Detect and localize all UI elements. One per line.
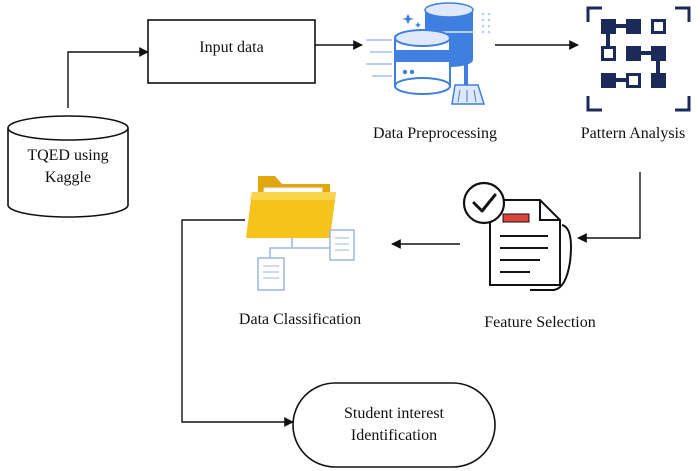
output-label-line1: Student interest <box>344 405 444 422</box>
document-check-icon <box>462 181 572 291</box>
input-data-box <box>147 19 316 84</box>
edge-classification-to-output <box>181 219 294 427</box>
source-label-line2: Kaggle <box>44 169 92 186</box>
output-label: Student interest Identification <box>293 403 495 447</box>
qr-pattern-icon <box>586 6 691 112</box>
input-data-label: Input data <box>199 39 264 56</box>
preprocessing-label: Data Preprocessing <box>373 125 497 142</box>
edge-source-to-input <box>67 47 149 108</box>
pattern-analysis-label: Pattern Analysis <box>580 125 686 142</box>
folder-tree-icon <box>246 176 355 291</box>
data-classification-label: Data Classification <box>238 311 362 328</box>
source-cylinder <box>7 115 129 218</box>
source-label-line1: TQED using <box>27 147 109 164</box>
source-label: TQED using Kaggle <box>8 145 128 189</box>
database-icon <box>366 2 491 105</box>
output-label-line2: Identification <box>350 427 438 444</box>
edge-pattern-to-feature <box>577 172 641 243</box>
feature-selection-label: Feature Selection <box>484 314 596 331</box>
